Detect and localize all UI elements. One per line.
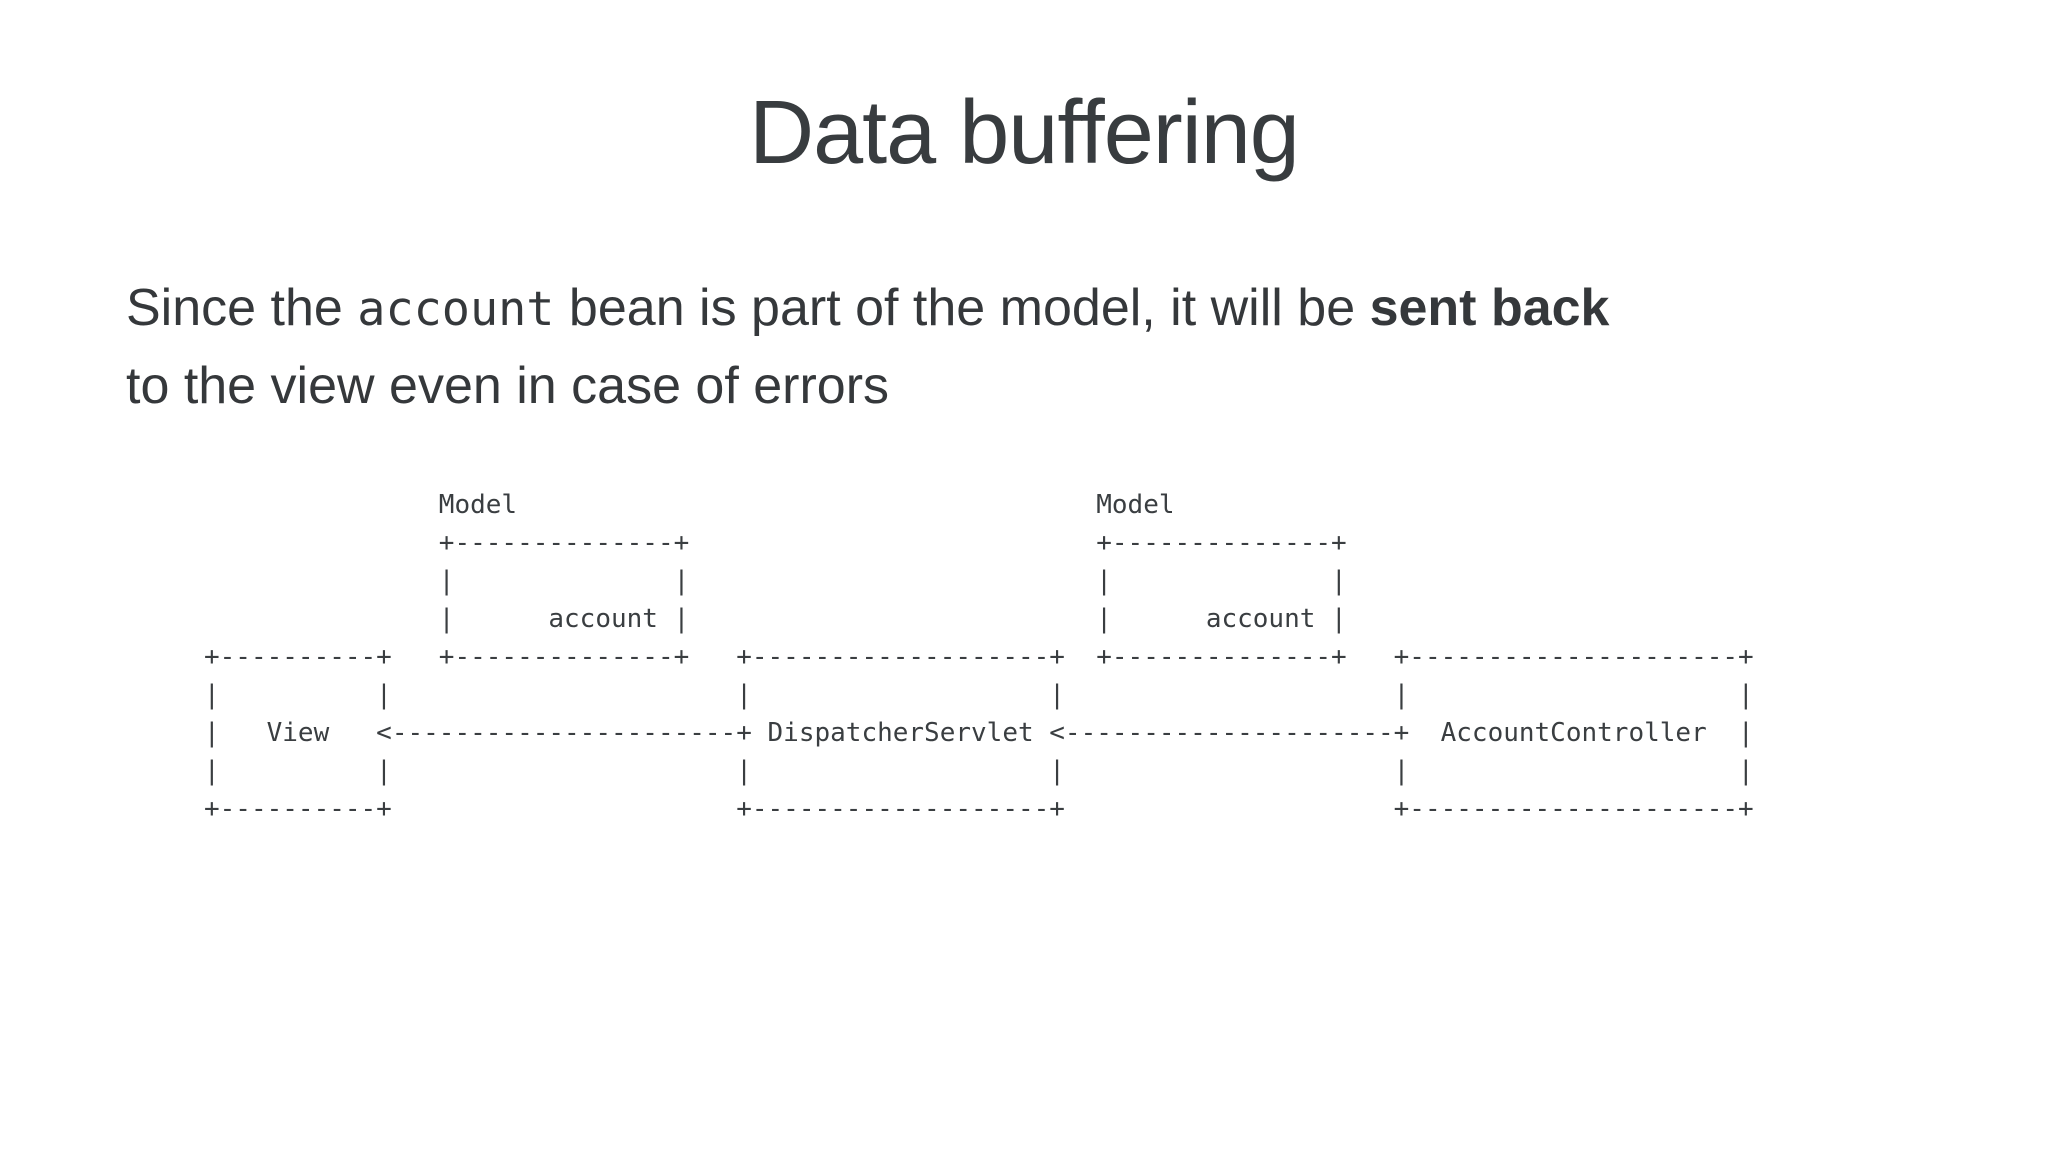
paragraph-text-2: bean is part of the model, it will be	[554, 279, 1370, 337]
paragraph-text-3: to the view even in case of errors	[126, 357, 890, 415]
paragraph-text-1: Since the	[126, 279, 358, 337]
ascii-diagram: Model Model +--------------+ +----------…	[204, 490, 1754, 824]
slide-paragraph: Since the account bean is part of the mo…	[126, 270, 2026, 424]
inline-code-account: account	[357, 283, 555, 337]
bold-sent-back: sent back	[1369, 279, 1610, 337]
slide-title: Data buffering	[749, 83, 1300, 183]
